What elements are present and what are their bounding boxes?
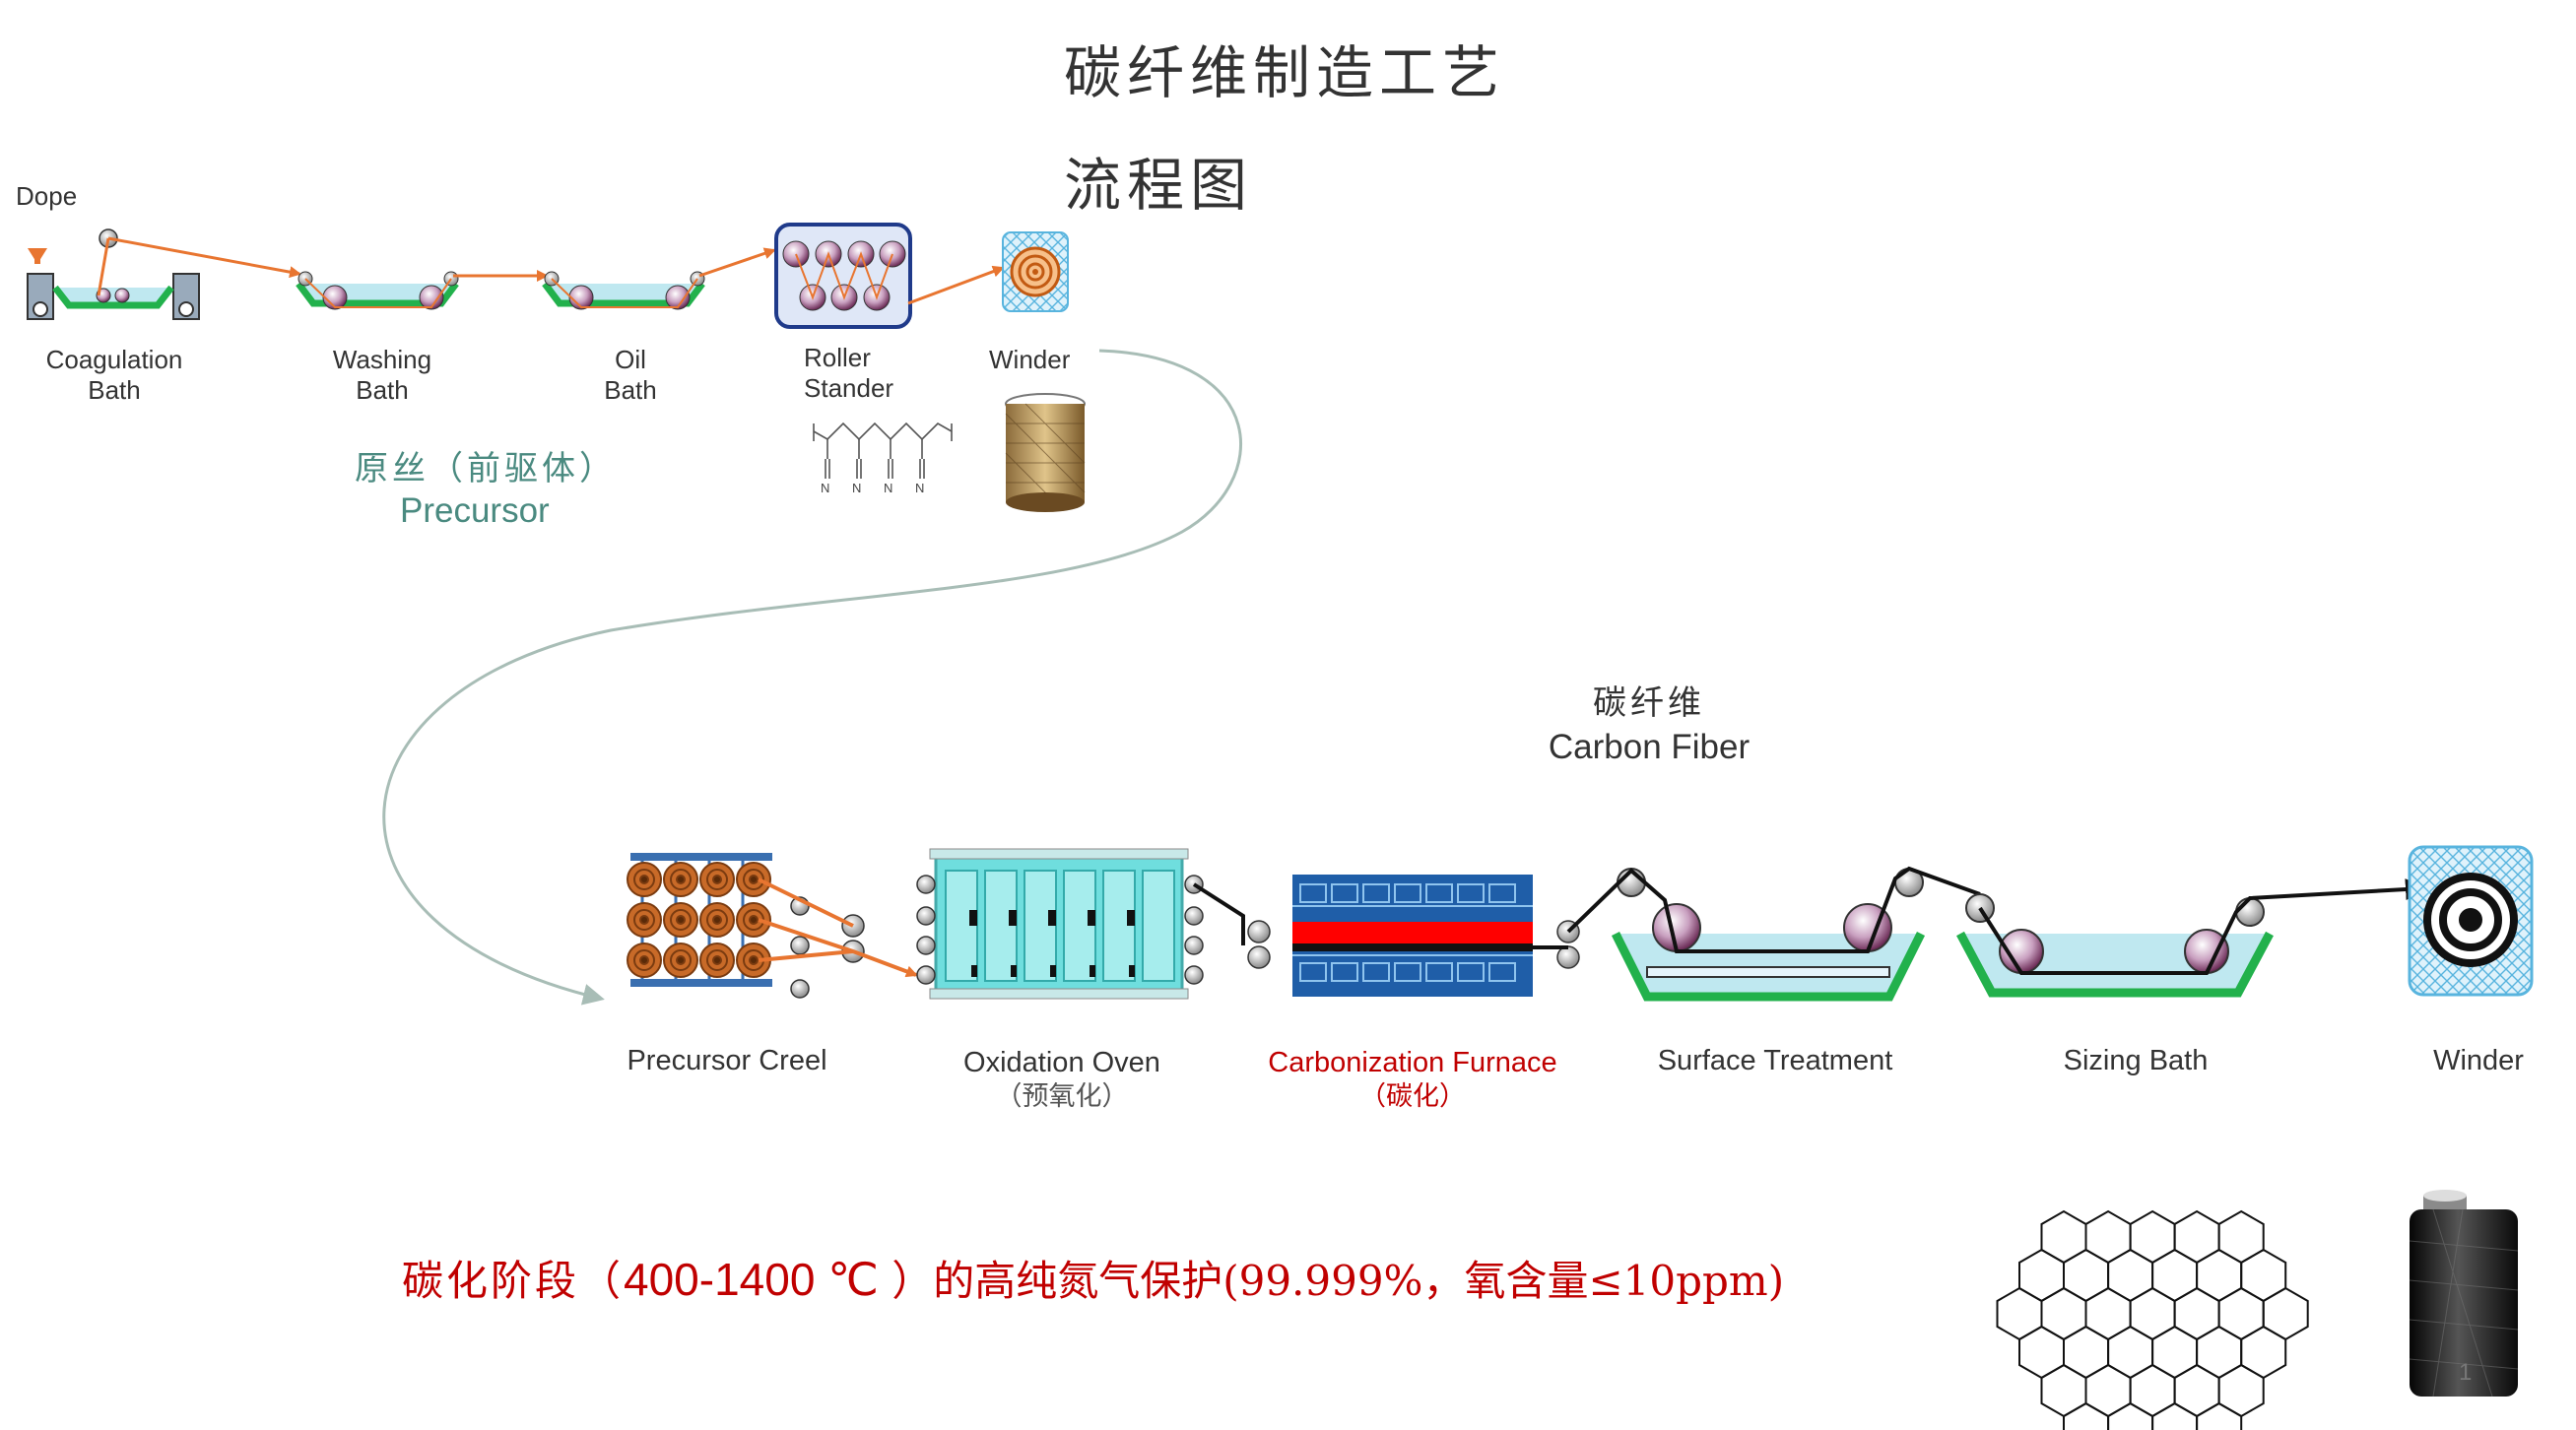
- stage-label-washing: Washing Bath: [333, 345, 431, 406]
- sizing-bath-graphic: [1956, 893, 2274, 998]
- hexagon-cell: [2084, 1286, 2132, 1341]
- hexagon-cell: [2084, 1209, 2132, 1265]
- stage-label-surface-treatment: Surface Treatment: [1657, 1045, 1893, 1076]
- hexagon-cell: [2217, 1363, 2265, 1418]
- carbonization-furnace-graphic: [1292, 875, 1533, 997]
- roller-stander-graphic: [774, 223, 912, 329]
- stage-label-oxidation-oven: Oxidation Oven: [963, 1047, 1160, 1078]
- hexagon-cell: [2151, 1325, 2199, 1380]
- graphene-honeycomb-graphic: [1996, 1209, 2309, 1430]
- stage-sub-oxidation-oven: （预氧化）: [995, 1081, 1129, 1112]
- stage-label-line1: Oil: [615, 345, 646, 374]
- hexagon-cell: [2063, 1325, 2110, 1380]
- precursor-section-en: Precursor: [400, 491, 550, 530]
- stage-label-line2: Stander: [804, 373, 894, 404]
- carbon-fiber-section-cn: 碳纤维: [1593, 683, 1705, 723]
- hexagon-cell: [2018, 1248, 2065, 1303]
- title-line-2: 流程图: [1064, 152, 1254, 219]
- stage-label-line1: Roller: [804, 343, 871, 372]
- hexagon-cell: [2107, 1401, 2154, 1430]
- stage-label-line2: Bath: [356, 375, 409, 406]
- transfer-rollers-2: [1556, 920, 1580, 969]
- hexagon-cell: [2217, 1286, 2265, 1341]
- precursor-spool-image: [1005, 393, 1086, 512]
- winder-upper-graphic: [1002, 231, 1069, 312]
- hexagon-cell: [1996, 1286, 2043, 1341]
- molecule-n-1: N: [821, 481, 830, 495]
- precursor-creel-graphic: [627, 853, 916, 999]
- hexagon-cell: [2129, 1363, 2176, 1418]
- hexagon-cell: [2151, 1248, 2199, 1303]
- coagulation-bath-graphic: [27, 228, 200, 320]
- molecule-n-2: N: [852, 481, 862, 495]
- molecule-n-4: N: [915, 481, 925, 495]
- stage-label-precursor-creel: Precursor Creel: [627, 1045, 827, 1076]
- stage-label-line1: Coagulation: [45, 345, 183, 374]
- hexagon-cell: [2063, 1248, 2110, 1303]
- hexagon-cell: [2151, 1401, 2199, 1430]
- hexagon-cell: [2196, 1248, 2243, 1303]
- stage-label-coagulation: Coagulation Bath: [46, 345, 183, 406]
- hexagon-cell: [2084, 1363, 2132, 1418]
- molecule-n-3: N: [884, 481, 893, 495]
- stage-sub-carbonization-furnace: （碳化）: [1359, 1081, 1466, 1112]
- hexagon-cell: [2196, 1325, 2243, 1380]
- title-line-1: 碳纤维制造工艺: [1064, 39, 1506, 106]
- stage-label-line2: Bath: [88, 375, 141, 406]
- hexagon-cell: [2240, 1325, 2287, 1380]
- washing-bath-graphic: [296, 271, 459, 310]
- carbon-fiber-section-en: Carbon Fiber: [1548, 728, 1750, 766]
- hexagon-cell: [2217, 1209, 2265, 1265]
- winder-lower-graphic: [2408, 845, 2534, 997]
- stage-label-oil: Oil Bath: [604, 345, 657, 406]
- stage-label-winder-lower: Winder: [2433, 1045, 2524, 1076]
- hexagon-cell: [2018, 1325, 2065, 1380]
- hexagon-cell: [2107, 1248, 2154, 1303]
- footnote: 碳化阶段（400-1400 ℃ ）的高纯氮气保护(99.999%，氧含量≤10p…: [402, 1253, 1784, 1307]
- stage-label-roller-stander: Roller Stander: [804, 343, 893, 404]
- stage-label-winder-upper: Winder: [989, 345, 1071, 374]
- hexagon-cell: [2173, 1209, 2220, 1265]
- hexagon-cell: [2240, 1248, 2287, 1303]
- transfer-rollers-1: [1247, 920, 1271, 969]
- page-number: 1: [2459, 1359, 2473, 1386]
- footnote-suffix: ）的高纯氮气保护(99.999%，氧含量≤10ppm): [878, 1257, 1785, 1305]
- stage-label-sizing-bath: Sizing Bath: [2063, 1045, 2209, 1076]
- hexagon-cell: [2173, 1363, 2220, 1418]
- hexagon-cell: [2129, 1209, 2176, 1265]
- dope-label: Dope: [16, 181, 78, 211]
- hexagon-cell: [2063, 1401, 2110, 1430]
- hexagon-cell: [2040, 1363, 2087, 1418]
- footnote-temperature: 400-1400 ℃: [624, 1254, 879, 1305]
- carbon-fiber-spool-image: [2409, 1190, 2519, 1398]
- hexagon-cell: [2107, 1325, 2154, 1380]
- stage-label-line2: Bath: [604, 375, 657, 406]
- hexagon-cell: [2262, 1286, 2309, 1341]
- hexagon-cell: [2040, 1286, 2087, 1341]
- oil-bath-graphic: [542, 271, 705, 310]
- hexagon-cell: [2129, 1286, 2176, 1341]
- stage-label-carbonization-furnace: Carbonization Furnace: [1268, 1047, 1557, 1078]
- stage-label-line1: Washing: [332, 345, 432, 374]
- oxidation-oven-graphic: [916, 848, 1204, 1000]
- hexagon-cell: [2196, 1401, 2243, 1430]
- hexagon-cell: [2040, 1209, 2087, 1265]
- precursor-section-cn: 原丝（前驱体）: [355, 449, 617, 488]
- pan-molecule-graphic: [813, 422, 953, 479]
- footnote-prefix: 碳化阶段（: [402, 1257, 625, 1305]
- hexagon-cell: [2173, 1286, 2220, 1341]
